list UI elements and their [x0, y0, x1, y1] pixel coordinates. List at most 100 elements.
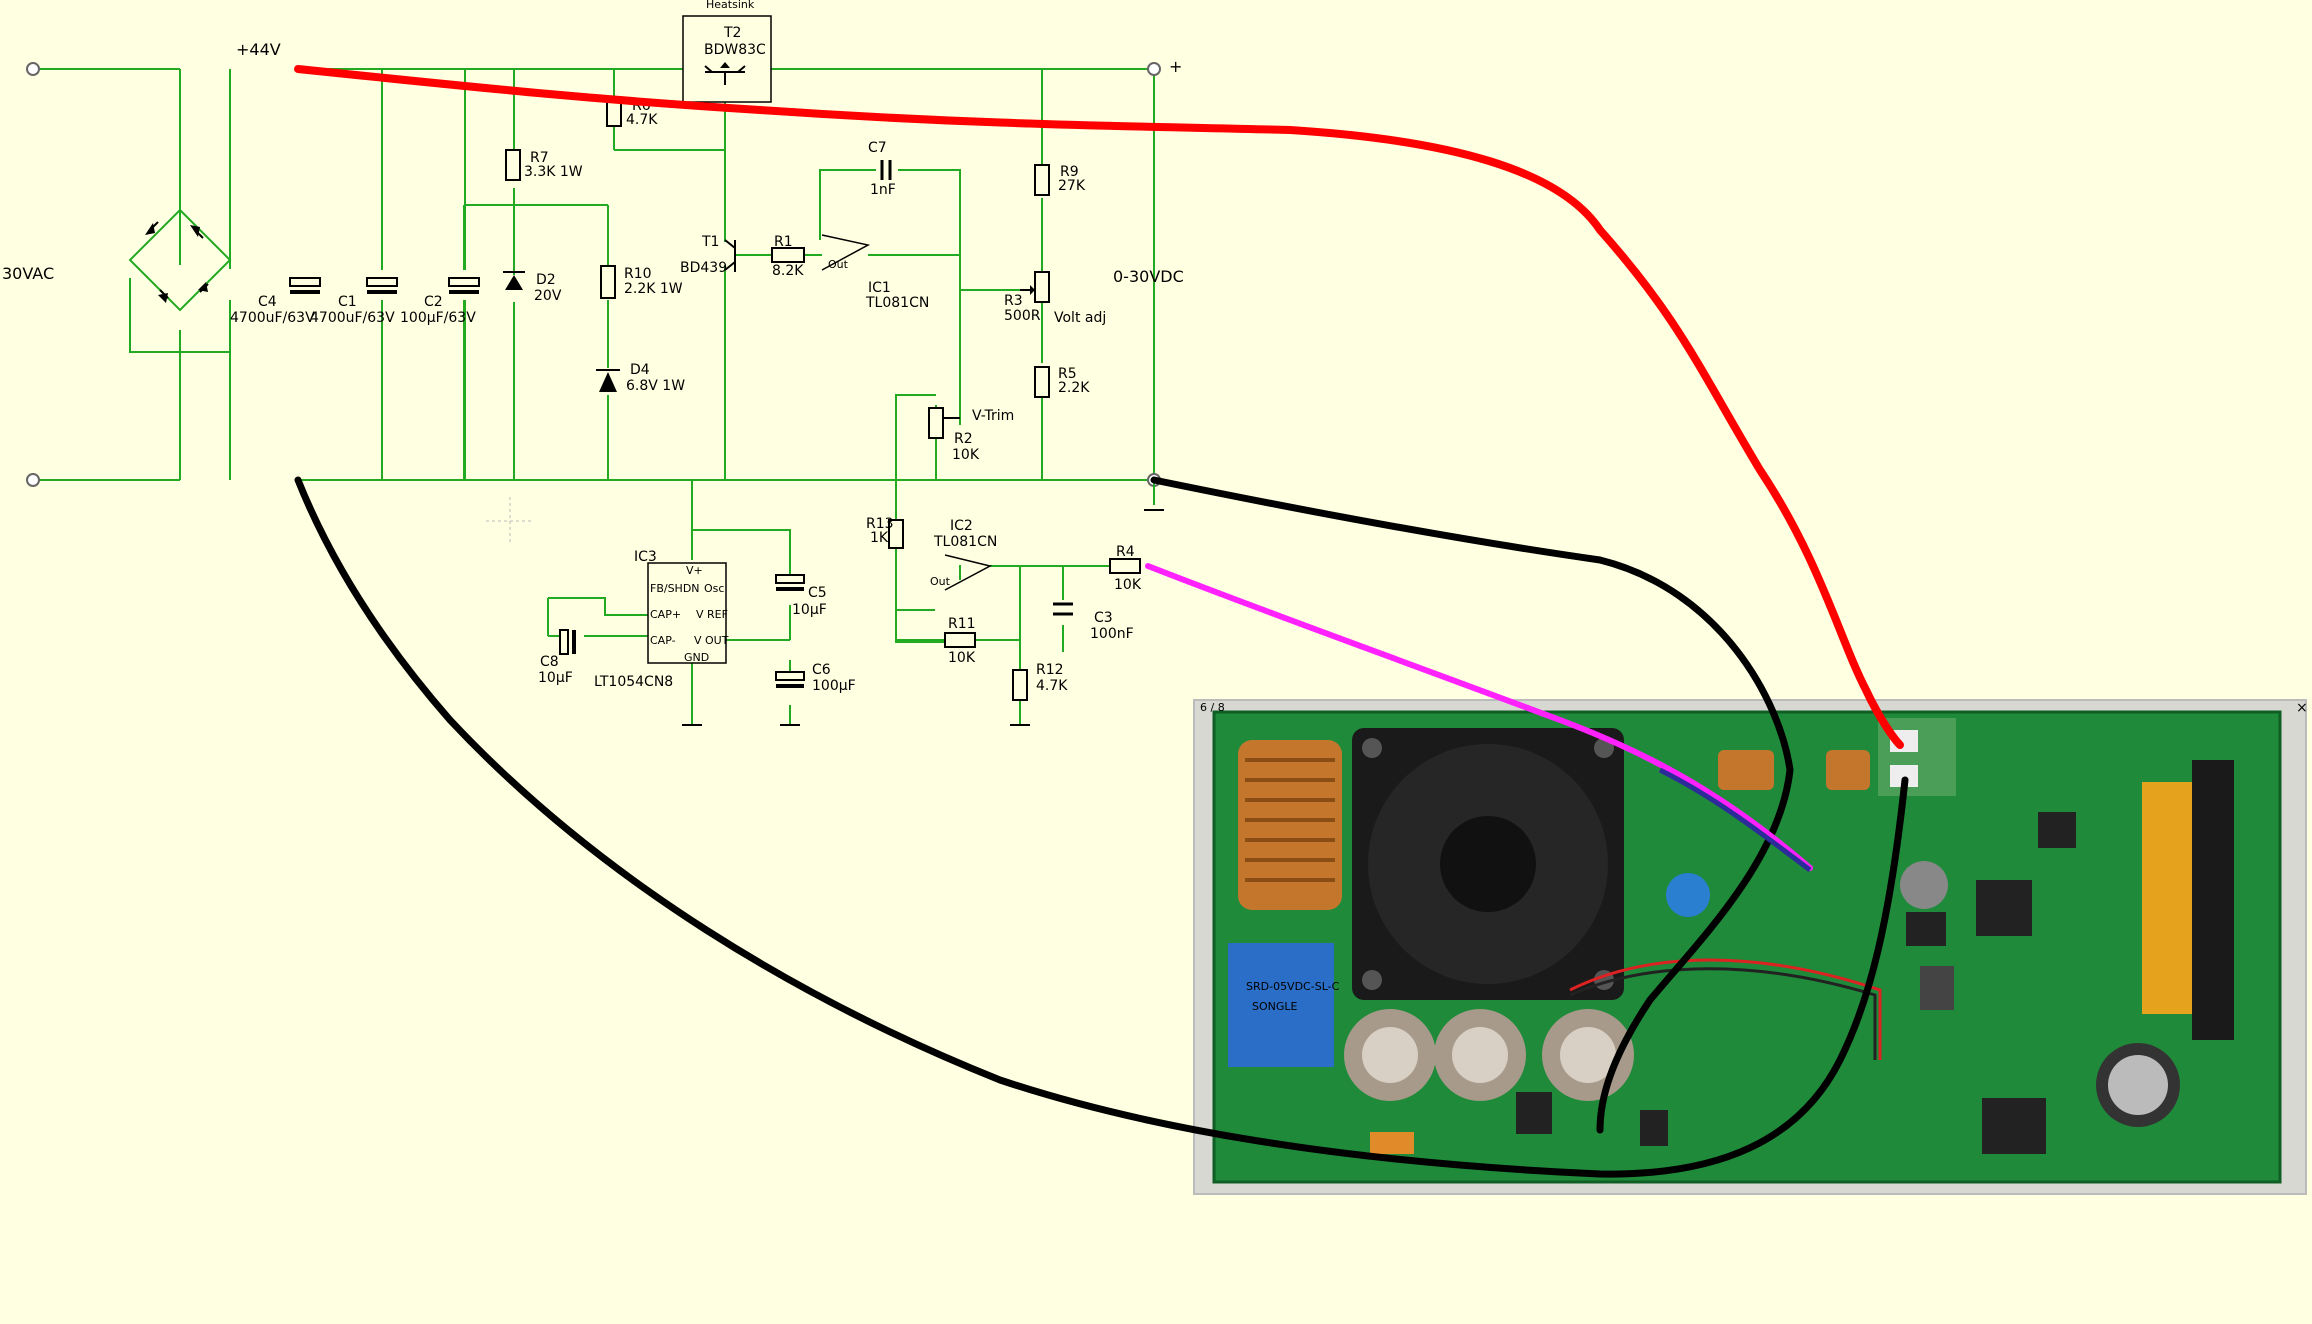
plus-terminal-label: + [1169, 57, 1182, 76]
opamp-ic1 [821, 234, 871, 271]
relay-text: SRD-05VDC-SL-C [1246, 980, 1340, 993]
ic3-pin-capminus: CAP- [650, 634, 676, 647]
r5-ref: R5 [1058, 366, 1077, 382]
c1-value: 4700uF/63V [310, 310, 395, 326]
resistor-r12 [1012, 669, 1028, 701]
input-ac-label: 30VAC [2, 264, 54, 283]
ic3-pin-fbshdn: FB/SHDN [650, 582, 700, 595]
transistor-t2 [704, 62, 746, 85]
pcb-photo: 6 / 8 × SRD-05VDC-SL-C SONGLE [1193, 699, 2308, 1195]
c8-ref: C8 [540, 654, 559, 670]
r2-value: 10K [952, 447, 980, 463]
t2-ref: T2 [723, 25, 741, 41]
heatsink-label: Heatsink [706, 0, 755, 11]
dc-terminal-plus [1147, 62, 1161, 76]
capacitor-c7 [880, 160, 892, 180]
r4-ref: R4 [1116, 544, 1135, 560]
capacitor-c6 [775, 671, 805, 688]
c6-ref: C6 [812, 662, 831, 678]
potentiometer-r3 [1020, 271, 1050, 303]
r3-ref: R3 [1004, 293, 1023, 309]
schematic-labels: Heatsink +44V + 30VAC 0-30VDC T2 BDW83C … [2, 0, 1184, 694]
schematic-symbols [26, 15, 1164, 726]
d2-ref: D2 [536, 272, 556, 288]
c4-ref: C4 [258, 294, 277, 310]
ac-terminal-top [26, 62, 40, 76]
r7-ref: R7 [530, 150, 549, 166]
potentiometer-r2 [928, 407, 960, 439]
transistor-t1 [724, 239, 736, 272]
r3-name: Volt adj [1054, 310, 1106, 326]
c3-value: 100nF [1090, 626, 1134, 642]
r1-ref: R1 [774, 234, 793, 250]
crosshair-cursor-icon [486, 497, 534, 545]
c2-ref: C2 [424, 294, 443, 310]
t1-value: BD439 [680, 260, 727, 276]
zener-d2 [503, 271, 525, 290]
r9-value: 27K [1058, 178, 1086, 194]
output-dc-label: 0-30VDC [1113, 267, 1184, 286]
red-positive-lead [294, 65, 1904, 749]
blue-capacitor [1666, 873, 1710, 917]
capacitor-c8 [559, 629, 576, 655]
capacitor-c5 [775, 574, 805, 591]
resistor-r4 [1109, 558, 1141, 574]
capacitor-c2 [448, 277, 480, 294]
magenta-signal-lead [1145, 563, 1813, 871]
ground-symbols [682, 509, 1164, 726]
r2-ref: R2 [954, 431, 973, 447]
relay [1228, 943, 1334, 1067]
small-electrolytic [1900, 861, 1948, 909]
d2-value: 20V [534, 288, 562, 304]
r11-value: 10K [948, 650, 976, 666]
resistor-r5 [1034, 366, 1050, 398]
ic3-pin-gnd: GND [684, 651, 709, 664]
ic3-pin-vref: V REF [696, 608, 728, 621]
ic1-value: TL081CN [865, 295, 929, 311]
c1-ref: C1 [338, 294, 357, 310]
r9-ref: R9 [1060, 164, 1079, 180]
c5-value: 10µF [792, 602, 827, 618]
r3-value: 500R [1004, 308, 1041, 324]
ic3-chip [647, 562, 727, 664]
resistor-r1 [771, 247, 805, 263]
ac-terminal-bottom [26, 473, 40, 487]
ic2-value: TL081CN [933, 534, 997, 550]
small-inductor-2 [1826, 750, 1870, 790]
r12-ref: R12 [1036, 662, 1064, 678]
black-negative-lead [294, 476, 1909, 1178]
mcu-chip [1976, 880, 2032, 936]
ic3-ref: IC3 [634, 549, 657, 565]
opamp-ic2 [944, 554, 993, 591]
plus44-label: +44V [236, 40, 281, 59]
resistor-r9 [1034, 164, 1050, 196]
ic1-ref: IC1 [868, 280, 891, 296]
close-icon[interactable]: × [2296, 700, 2308, 716]
hand-drawn-leads [294, 65, 1909, 1178]
r1-value: 8.2K [772, 263, 804, 279]
ic2-ref: IC2 [950, 518, 973, 534]
r13-value: 1K [870, 530, 889, 546]
c7-ref: C7 [868, 140, 887, 156]
page-counter: 6 / 8 [1200, 701, 1225, 714]
zener-d4 [596, 369, 620, 392]
r5-value: 2.2K [1058, 380, 1090, 396]
r10-value: 2.2K 1W [624, 281, 683, 297]
small-inductor-1 [1718, 750, 1774, 790]
heatsink-box [682, 15, 772, 103]
r2-name: V-Trim [972, 408, 1014, 424]
r12-value: 4.7K [1036, 678, 1068, 694]
t1-ref: T1 [701, 234, 719, 250]
c8-value: 10µF [538, 670, 573, 686]
black-ground-lead [1150, 476, 1794, 1134]
resistor-r7 [505, 149, 521, 181]
ic3-pin-vplus: V+ [686, 564, 703, 577]
relay-brand: SONGLE [1252, 1000, 1298, 1013]
ic3-value: LT1054CN8 [594, 674, 673, 690]
ic3-pin-capplus: CAP+ [650, 608, 681, 621]
resistor-r11 [944, 632, 976, 648]
resistor-r10 [600, 265, 616, 299]
ic3-pin-osc: Osc [704, 582, 724, 595]
